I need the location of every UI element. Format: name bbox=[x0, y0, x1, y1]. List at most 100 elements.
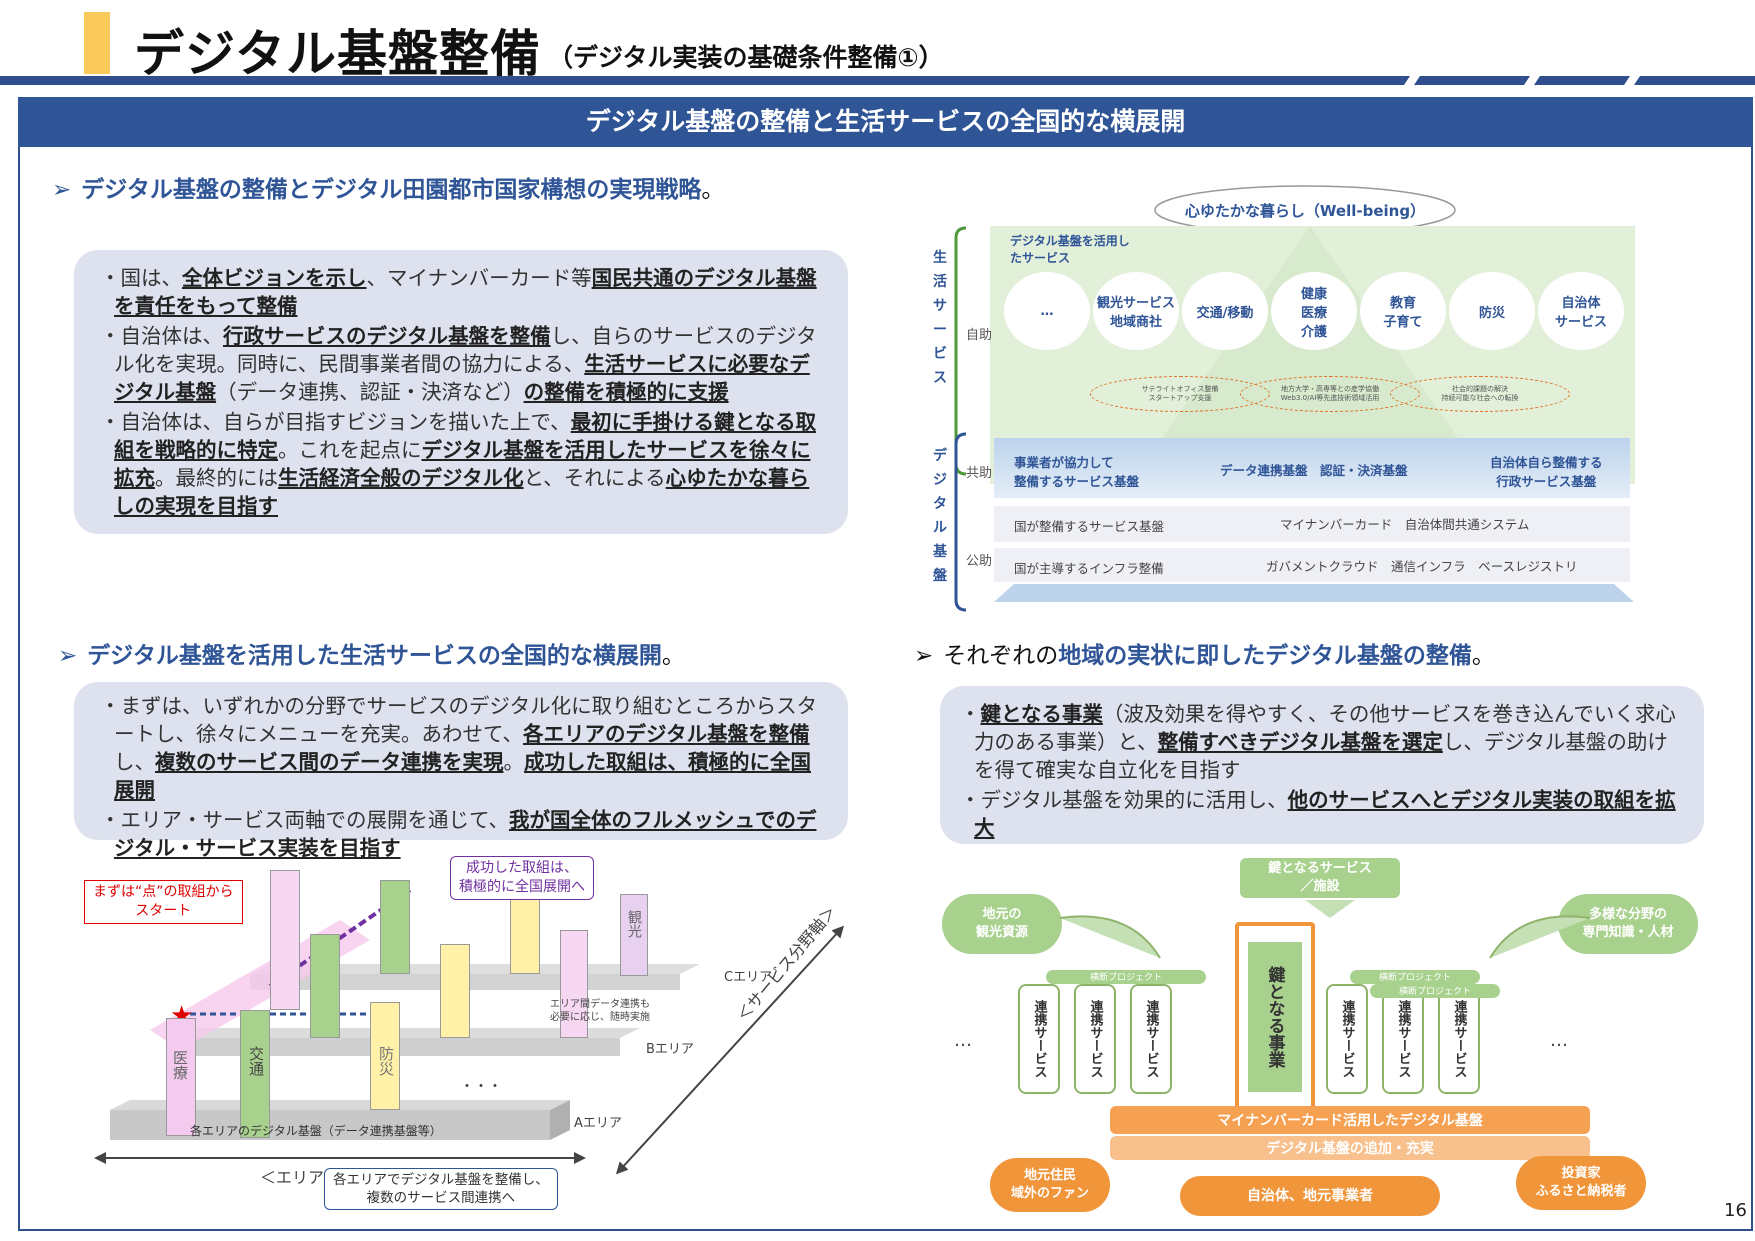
section1-bullets: ・国は、全体ビジョンを示し、マイナンバーカード等国民共通のデジタル基盤を責任をも… bbox=[96, 264, 826, 522]
bullet-emphasis: 他のサービスへとデジタル実装の取組を拡大 bbox=[974, 788, 1676, 840]
base-wedge bbox=[994, 584, 1634, 602]
section3-heading-end: 。 bbox=[1471, 643, 1495, 669]
bullet-text: （データ連携、認証・決済など） bbox=[216, 380, 524, 404]
key-business-pillar: 鍵となる事業 bbox=[1248, 942, 1302, 1092]
bullet-emphasis: 国民共通のデジタル基盤を責任をもって整備 bbox=[114, 266, 817, 318]
bar-kotsu-c bbox=[380, 880, 410, 974]
bar-kanko bbox=[620, 894, 648, 976]
bar-bosai-c bbox=[510, 890, 540, 974]
service-cloud: 防災 bbox=[1449, 272, 1535, 350]
dots-b: ・・・ bbox=[460, 1079, 502, 1095]
kojo1-left: 国が整備するサービス基盤 bbox=[1014, 519, 1165, 534]
kyojo-right: 自治体自ら整備する 行政サービス基盤 bbox=[1490, 455, 1603, 489]
bullet-text: し、 bbox=[114, 750, 155, 774]
page-title: デジタル基盤整備 bbox=[134, 25, 541, 83]
ovals-row: サテライトオフィス整備 スタートアップ支援地方大学・高専等との産学協働 Web3… bbox=[1090, 376, 1570, 416]
pillars-right: 連携サービス連携サービス連携サービス bbox=[1326, 984, 1526, 1100]
bullet-item: ・鍵となる事業（波及効果を得やすく、その他サービスを巻き込んでいく求心力のある事… bbox=[956, 700, 1686, 784]
service-cloud: 観光サービス 地域商社 bbox=[1093, 272, 1179, 350]
bullet-text: ・国は、 bbox=[100, 266, 182, 290]
service-cloud: 自治体 サービス bbox=[1538, 272, 1624, 350]
chevron-right-icon: ➢ bbox=[52, 177, 72, 203]
investors-ellipse: 投資家 ふるさと納税者 bbox=[1516, 1156, 1646, 1210]
ellipsis-right: … bbox=[1550, 1030, 1568, 1051]
tsuika-band: デジタル基盤の追加・充実 bbox=[1110, 1136, 1590, 1160]
callout-bottom: 各エリアでデジタル基盤を整備し、 複数のサービス間連携へ bbox=[324, 1168, 558, 1210]
diagram-area-service: ★ 医療 交通 防災 観光 まずは“点”の取組から スタート 成功した取組は、 … bbox=[80, 850, 860, 1222]
bar-kanko-b bbox=[560, 930, 588, 1038]
renkei-service-pillar: 連携サービス bbox=[1018, 984, 1060, 1094]
callout-success: 成功した取組は、 積極的に全国展開へ bbox=[450, 856, 594, 900]
bullet-item: ・国は、全体ビジョンを示し、マイナンバーカード等国民共通のデジタル基盤を責任をも… bbox=[96, 264, 826, 320]
callout-start: まずは“点”の取組から スタート bbox=[84, 880, 243, 924]
diagram-life-digital: 心ゆたかな暮らし（Well-being） 生活サービス 自助 デジタル基盤を活用… bbox=[930, 180, 1705, 612]
bullet-text: 。これを起点に bbox=[278, 438, 422, 462]
section1-heading: ➢ デジタル基盤の整備とデジタル田園都市国家構想の実現戦略。 bbox=[52, 170, 724, 204]
initiative-oval: 社会的課題の解決 持続可能な社会への転換 bbox=[1390, 376, 1570, 412]
bullet-text: 。最終的には bbox=[155, 466, 278, 490]
services-title: デジタル基盤を活用したサービス bbox=[1010, 234, 1130, 265]
bar-kotsu-b bbox=[310, 934, 340, 1038]
bar-iryo bbox=[166, 1018, 196, 1136]
digital-bracket bbox=[954, 432, 967, 612]
life-bracket bbox=[954, 226, 967, 476]
side-label-digital: デジタル基盤 bbox=[933, 448, 947, 584]
section1-box bbox=[74, 250, 848, 534]
ellipsis-left: … bbox=[954, 1030, 972, 1051]
section2-box bbox=[74, 682, 848, 840]
bullet-item: ・まずは、いずれかの分野でサービスのデジタル化に取り組むところからスタートし、徐… bbox=[96, 692, 826, 804]
bullet-emphasis: 生活経済全般のデジタル化 bbox=[278, 466, 524, 490]
bar-kanko-label: 観光 bbox=[626, 910, 642, 938]
chevron-right-icon: ➢ bbox=[58, 643, 78, 669]
section1-heading-end: 。 bbox=[701, 177, 725, 203]
bullet-text: （波及効果を得やすく、その他サービスを巻き込んでいく求心力のある事業）と、 bbox=[974, 702, 1676, 754]
bullet-emphasis: 各エリアのデジタル基盤を整備 bbox=[522, 722, 810, 746]
bullet-emphasis: 行政サービスのデジタル基盤を整備 bbox=[223, 324, 551, 348]
kojo2-band bbox=[994, 548, 1630, 582]
page-subtitle: （デジタル実装の基礎条件整備①） bbox=[548, 43, 944, 72]
services-row: …観光サービス 地域商社交通/移動健康 医療 介護教育 子育て防災自治体 サービ… bbox=[1004, 272, 1624, 352]
bar-kotsu bbox=[240, 1010, 270, 1138]
service-cloud: 交通/移動 bbox=[1182, 272, 1268, 350]
local-resource-ellipse: 地元の 観光資源 bbox=[942, 894, 1062, 954]
kojo1-band bbox=[994, 506, 1630, 542]
label-area-b: Bエリア bbox=[646, 1042, 694, 1057]
yokudan-right-2: 横断プロジェクト bbox=[1370, 984, 1500, 998]
section3-heading-pre: それぞれの bbox=[943, 643, 1059, 669]
kojo2-left: 国が主導するインフラ整備 bbox=[1014, 561, 1164, 576]
section2-bullets: ・まずは、いずれかの分野でサービスのデジタル化に取り組むところからスタートし、徐… bbox=[96, 692, 826, 864]
renkei-service-pillar: 連携サービス bbox=[1382, 984, 1424, 1094]
flow-arrows bbox=[1059, 900, 1591, 959]
bullet-text: ・ bbox=[960, 702, 981, 726]
bullet-text: ・デジタル基盤を効果的に活用し、 bbox=[960, 788, 1288, 812]
bar-bosai bbox=[370, 1002, 400, 1110]
residents-ellipse: 地元住民 域外のファン bbox=[990, 1158, 1110, 1212]
base-label: 各エリアのデジタル基盤（データ連携基盤等） bbox=[190, 1124, 442, 1138]
kojo1-right: マイナンバーカード 自治体間共通システム bbox=[1280, 517, 1530, 532]
bullet-text: ・自治体は、 bbox=[100, 324, 223, 348]
municipal-ellipse: 自治体、地元事業者 bbox=[1180, 1176, 1440, 1216]
renkei-service-pillar: 連携サービス bbox=[1074, 984, 1116, 1094]
label-area-a: Aエリア bbox=[574, 1116, 622, 1131]
pillars-left: 連携サービス連携サービス連携サービス bbox=[1018, 984, 1218, 1100]
section1-heading-text: デジタル基盤の整備とデジタル田園都市国家構想の実現戦略 bbox=[81, 177, 702, 203]
bar-bosai-b bbox=[440, 944, 470, 1038]
section2-heading: ➢デジタル基盤を活用した生活サービスの全国的な横展開。 bbox=[58, 636, 685, 670]
bullet-emphasis: 我が国全体のフルメッシュでのデジタル・サービス実装を目指す bbox=[114, 808, 817, 860]
section-banner: デジタル基盤の整備と生活サービスの全国的な横展開 bbox=[18, 97, 1753, 147]
bullet-text: し、デジタル基盤の助けを得て確実な自立化を目指す bbox=[974, 730, 1668, 782]
kyojo-band bbox=[994, 438, 1630, 498]
bullet-text: ・エリア・サービス両軸での展開を通じて、 bbox=[100, 808, 509, 832]
bullet-text: と、それによる bbox=[523, 466, 666, 490]
renkei-service-pillar: 連携サービス bbox=[1130, 984, 1172, 1094]
key-service-box: 鍵となるサービス ／施設 bbox=[1240, 858, 1400, 898]
yokudan-right: 横断プロジェクト bbox=[1350, 970, 1480, 984]
stripe-notches bbox=[1404, 76, 1640, 85]
kojo2-right: ガバメントクラウド 通信インフラ ベースレジストリ bbox=[1266, 559, 1578, 574]
bullet-emphasis: 成功した取組は、積極的に全国展開 bbox=[114, 750, 811, 802]
kyojo-mid: データ連携基盤 認証・決済基盤 bbox=[1220, 463, 1408, 478]
page-number: 16 bbox=[1724, 1200, 1747, 1221]
bar-iryo-b bbox=[270, 870, 300, 1010]
bullet-item: ・エリア・サービス両軸での展開を通じて、我が国全体のフルメッシュでのデジタル・サ… bbox=[96, 806, 826, 862]
bullet-emphasis: 鍵となる事業 bbox=[980, 702, 1103, 726]
